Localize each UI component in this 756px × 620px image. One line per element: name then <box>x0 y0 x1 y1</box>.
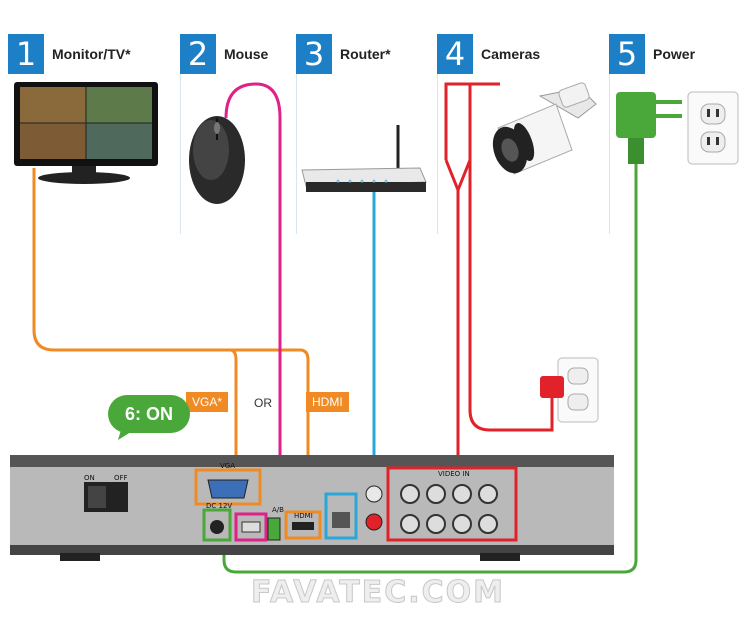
hdmi-port-label: HDMI <box>294 512 313 520</box>
power-adapter-icon <box>616 92 682 164</box>
camera-icon <box>492 82 597 175</box>
watermark: FAVATEC.COM <box>250 575 506 611</box>
vga-port <box>194 468 262 506</box>
power-cable <box>222 164 638 574</box>
camera-adapter-icon <box>540 376 564 398</box>
hdmi-port <box>284 510 322 540</box>
vga-cable <box>32 168 238 480</box>
step-number: 2 <box>180 34 216 74</box>
step-number: 1 <box>8 34 44 74</box>
monitor-icon <box>14 82 158 184</box>
camera-power-cable <box>468 160 554 432</box>
camera-cable <box>444 82 500 460</box>
step-router: 3 Router* <box>296 34 391 74</box>
mouse-icon <box>189 116 245 204</box>
step-number: 3 <box>296 34 332 74</box>
audio-out-port <box>365 513 383 531</box>
lan-port <box>324 492 358 540</box>
column-divider <box>437 34 438 234</box>
alarm-terminal <box>267 517 281 541</box>
step-monitor: 1 Monitor/TV* <box>8 34 131 74</box>
column-divider <box>296 34 297 234</box>
step-label: Mouse <box>224 46 269 62</box>
column-divider <box>609 34 610 234</box>
step-number: 4 <box>437 34 473 74</box>
step-power: 5 Power <box>609 34 695 74</box>
on-label: ON <box>84 474 95 482</box>
camera-outlet-icon <box>557 357 599 423</box>
step-label: Cameras <box>481 46 541 62</box>
video-in-label: VIDEO IN <box>438 470 470 478</box>
dc-power-port <box>202 508 232 542</box>
hdmi-tag: HDMI <box>306 392 349 412</box>
router-icon <box>301 125 427 192</box>
vga-port-label: VGA <box>220 462 236 470</box>
wall-outlet-icon <box>687 91 739 165</box>
power-on-bubble: 6: ON <box>108 395 190 433</box>
video-in-block <box>386 466 518 542</box>
audio-in-port <box>365 485 383 503</box>
bnc-ports <box>400 484 498 534</box>
step-label: Router* <box>340 46 391 62</box>
step-number: 5 <box>609 34 645 74</box>
or-text: OR <box>254 396 272 410</box>
off-label: OFF <box>114 474 128 482</box>
mouse-cable <box>224 82 282 522</box>
usb-port <box>234 512 268 542</box>
step-label: Monitor/TV* <box>52 46 131 62</box>
hdmi-cable <box>150 348 310 520</box>
step-label: Power <box>653 46 696 62</box>
column-divider <box>180 34 181 234</box>
step-cameras: 4 Cameras <box>437 34 540 74</box>
dc-port-label: DC 12V <box>206 502 233 510</box>
step-mouse: 2 Mouse <box>180 34 268 74</box>
usb-port-label: A/B <box>272 506 284 514</box>
vga-tag: VGA* <box>186 392 229 412</box>
